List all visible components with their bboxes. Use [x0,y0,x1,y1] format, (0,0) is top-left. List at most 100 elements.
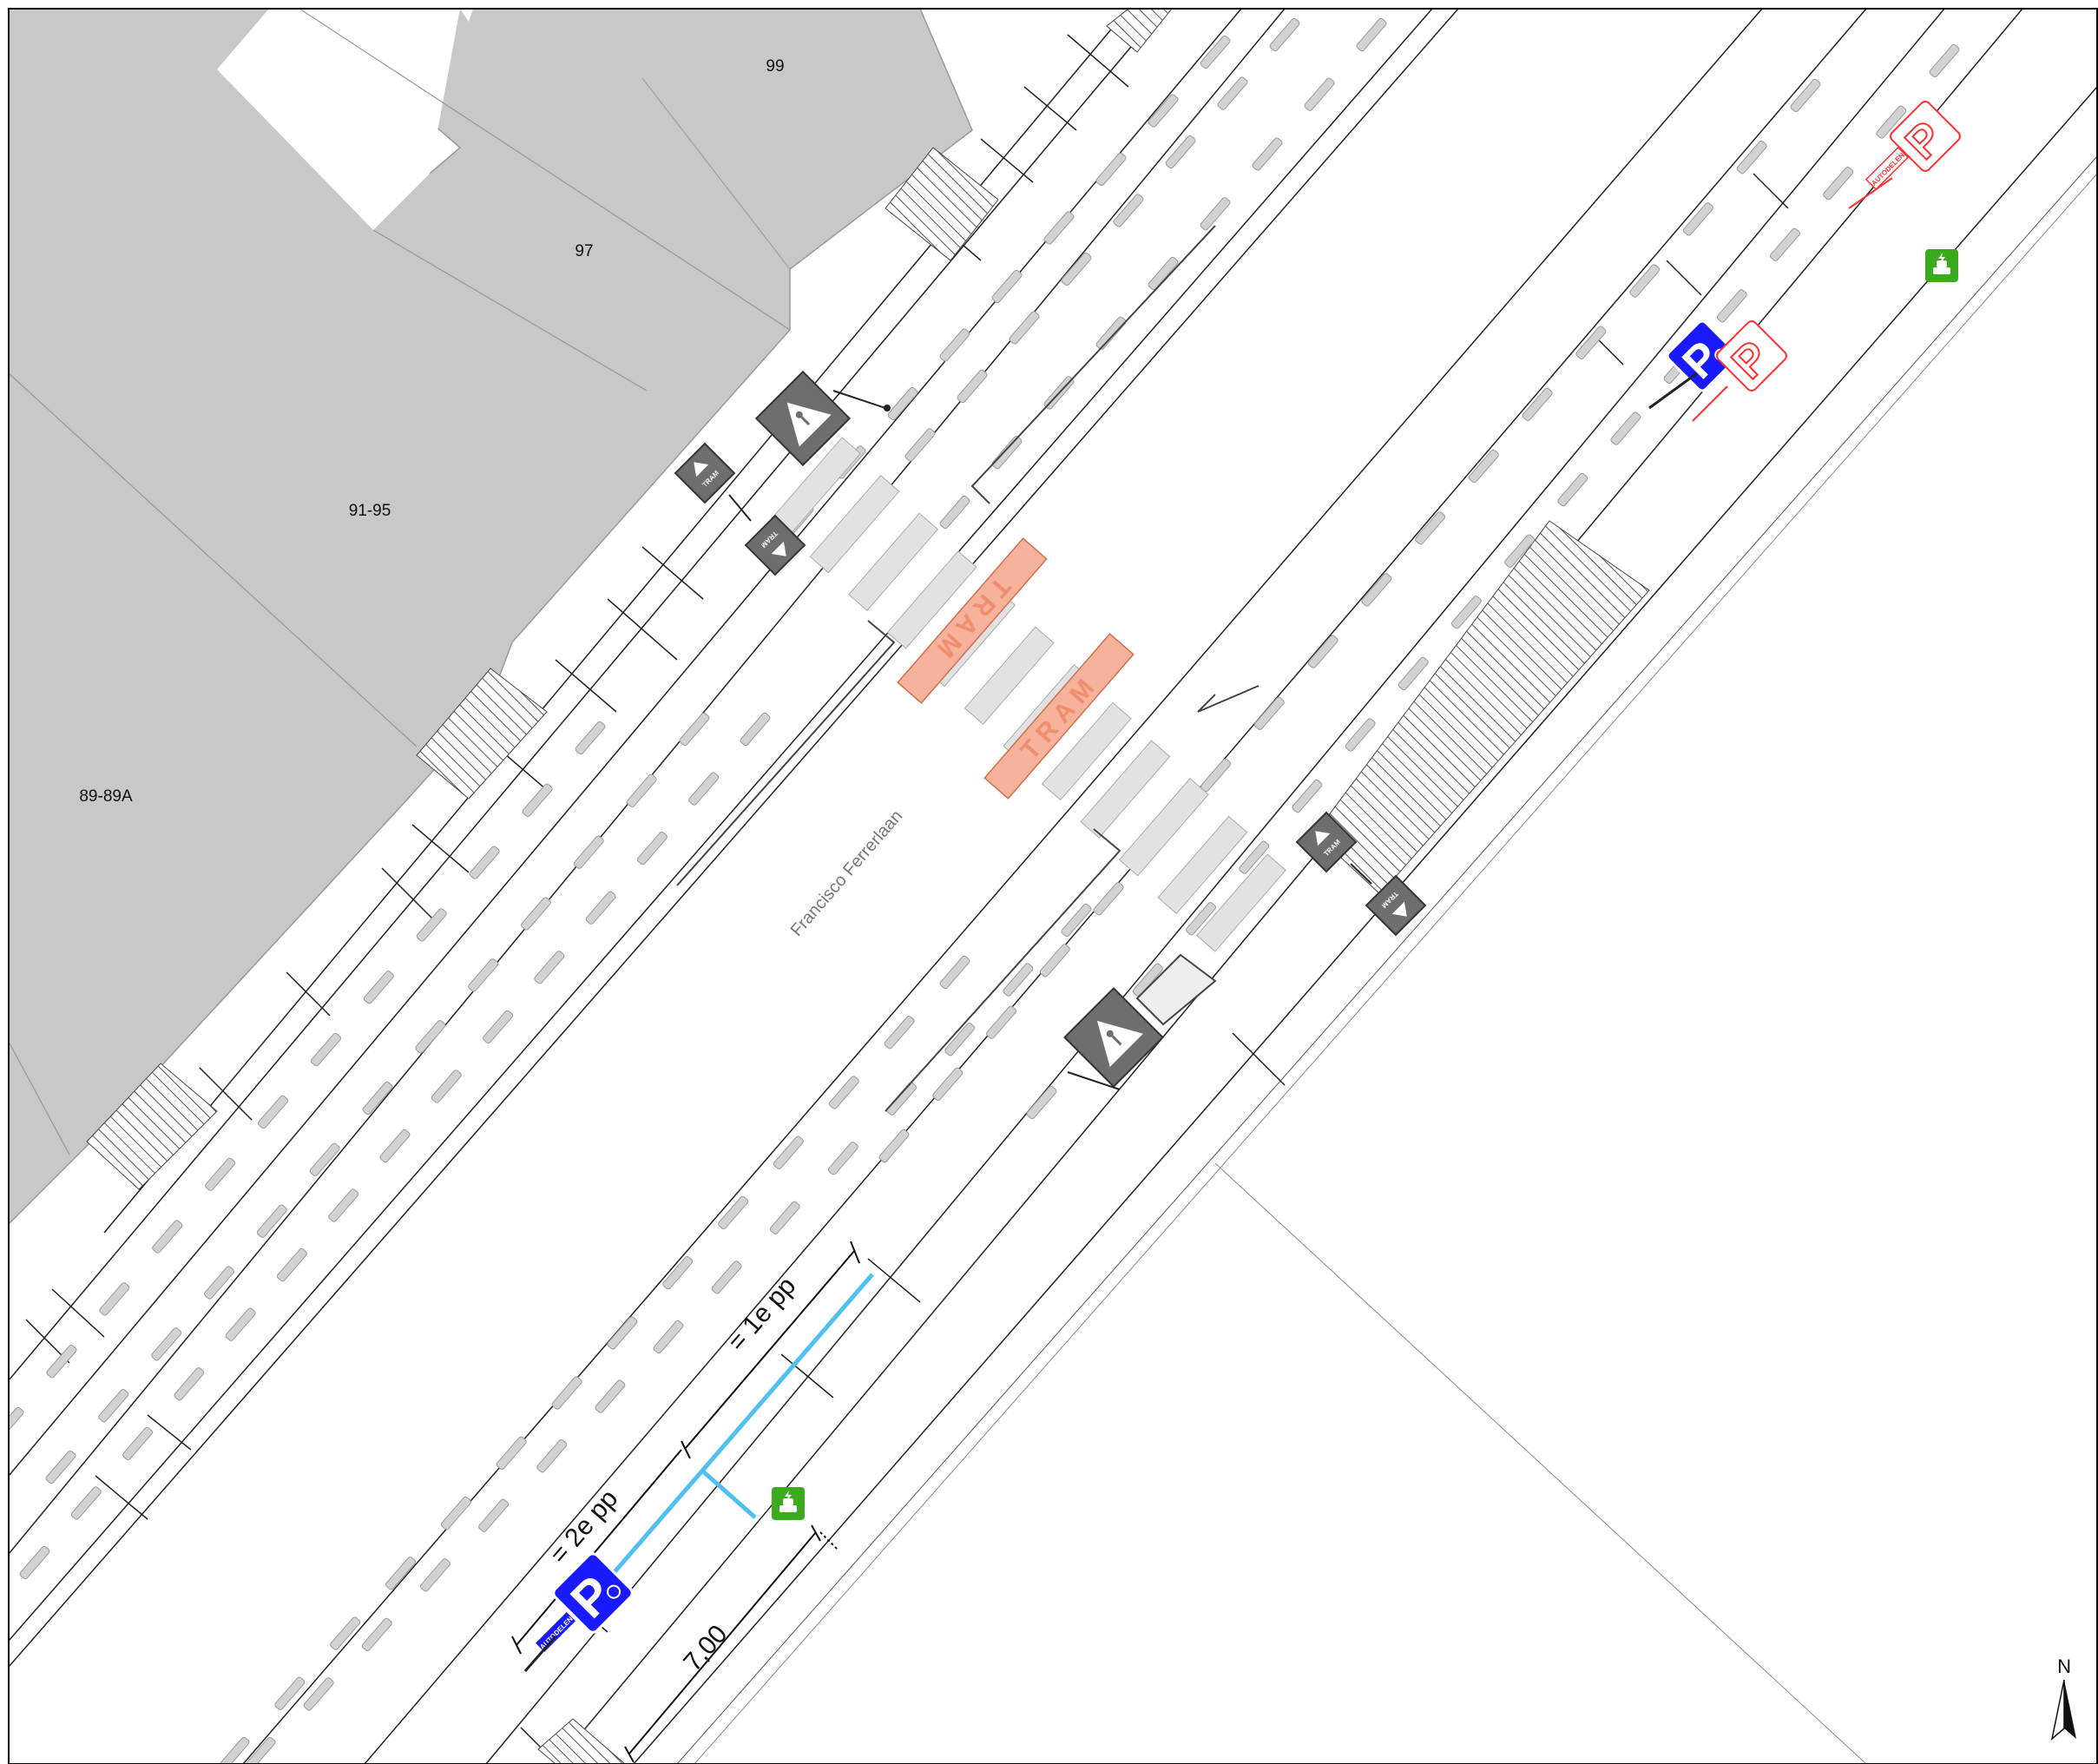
lane-dash [245,1736,276,1764]
lane-dash [440,1496,471,1530]
zebra-bar [809,474,900,574]
lane-dash [45,1450,76,1484]
lane-dash [1252,137,1283,171]
lane-dash [884,1016,915,1050]
lane-dash [986,1005,1017,1039]
lane-dash [303,1677,334,1711]
tram-warning-sign-se-1: TRAM [1295,811,1358,873]
lane-dash [225,1307,256,1341]
lane-dash [1269,17,1300,52]
ev-charging-icon-sw [772,1487,805,1520]
lane-dash [573,835,604,869]
lot-label-97: 97 [575,242,593,260]
tram-strip-1 [897,537,1048,704]
lane-dash [151,1327,182,1361]
lane-dash [1009,311,1040,345]
lane-dash [1217,76,1248,110]
lane-dash [431,1070,462,1103]
lane-dash [274,1676,306,1710]
lane-dash [536,1438,568,1473]
zebra-bar [886,550,977,649]
lane-dash [469,846,500,879]
lane-dash [1095,316,1127,350]
lane-dash [1361,573,1392,607]
lane-dash [679,712,710,747]
lane-dash [1148,256,1179,291]
lane-dash [468,958,499,992]
lane-dash [174,1367,205,1401]
lane-dash [205,1157,236,1191]
lane-dash [1356,17,1387,52]
zebra-bar [1080,740,1171,839]
lane-dash [385,1557,417,1590]
lane-dash [1093,882,1124,916]
lane-dash [1682,202,1713,236]
lane-dash [1415,511,1446,545]
lane-dash [957,369,988,404]
ev-charging-icon-ne [1925,249,1958,282]
lane-dash [991,269,1023,304]
lane-dash [636,831,668,866]
lane-dash [258,1095,289,1129]
lane-dash [1769,227,1800,261]
lane-dash [363,971,394,1004]
zebra-bar [1157,815,1248,915]
lane-dash [328,1188,359,1222]
lane-dash [991,436,1023,470]
lane-dash [478,1498,510,1532]
lane-dash [1186,902,1217,936]
lane-dash [122,1426,154,1461]
lane-dash [626,773,657,807]
lane-dash [1304,77,1335,111]
lane-dash [1716,289,1747,323]
lane-dash [1629,264,1661,298]
zebra-bar [1041,701,1132,801]
lane-dash [152,1220,183,1254]
lane-dash [939,328,970,362]
lane-dash [1522,387,1553,422]
tram-warning-sign-nw-1: TRAM [674,442,736,504]
lane-dash [932,1067,964,1101]
lane-dash [1504,534,1536,568]
lane-dash [309,1142,340,1176]
lane-dash [773,1135,804,1169]
lane-dash [522,783,553,817]
lane-dash [416,908,447,942]
lane-dash [1148,94,1179,128]
lane-dash [1039,944,1070,977]
lane-dash [1003,963,1034,997]
lot-label-89-89a: 89-89A [79,787,133,806]
lane-dash [711,1260,742,1294]
lane-dash [740,712,771,747]
lane-dash [944,1022,976,1056]
lane-dash [1113,194,1144,227]
zebra-bar [848,512,939,611]
buildings [9,9,973,1226]
lane-dash [904,428,936,462]
lane-dash [1061,903,1092,938]
lane-dash [607,1316,638,1350]
lane-dash [1292,779,1323,813]
lane-dash [99,1282,130,1316]
lane-dash [219,1736,250,1764]
lane-dash [1610,411,1641,445]
lane-dash [1468,449,1499,484]
lane-dash [1043,211,1075,245]
lane-dash [1095,152,1127,187]
pedestrian-crossing-sign-south [1063,987,1164,1088]
lane-dash [9,1406,24,1441]
zebra-bar [1118,778,1209,877]
building-gap [217,9,460,230]
lane-dash [1345,718,1376,752]
lane-dash [718,1195,749,1230]
tram-warning-sign-nw-2: TRAM [744,514,806,576]
lane-dash [688,772,720,806]
lane-dash [1132,963,1163,997]
lane-dash [1307,635,1338,668]
lane-dash [939,495,970,530]
lane-dash [1061,252,1092,286]
zebra-bar [964,626,1055,725]
lane-dash [575,721,606,755]
lane-dash [1026,1085,1057,1120]
